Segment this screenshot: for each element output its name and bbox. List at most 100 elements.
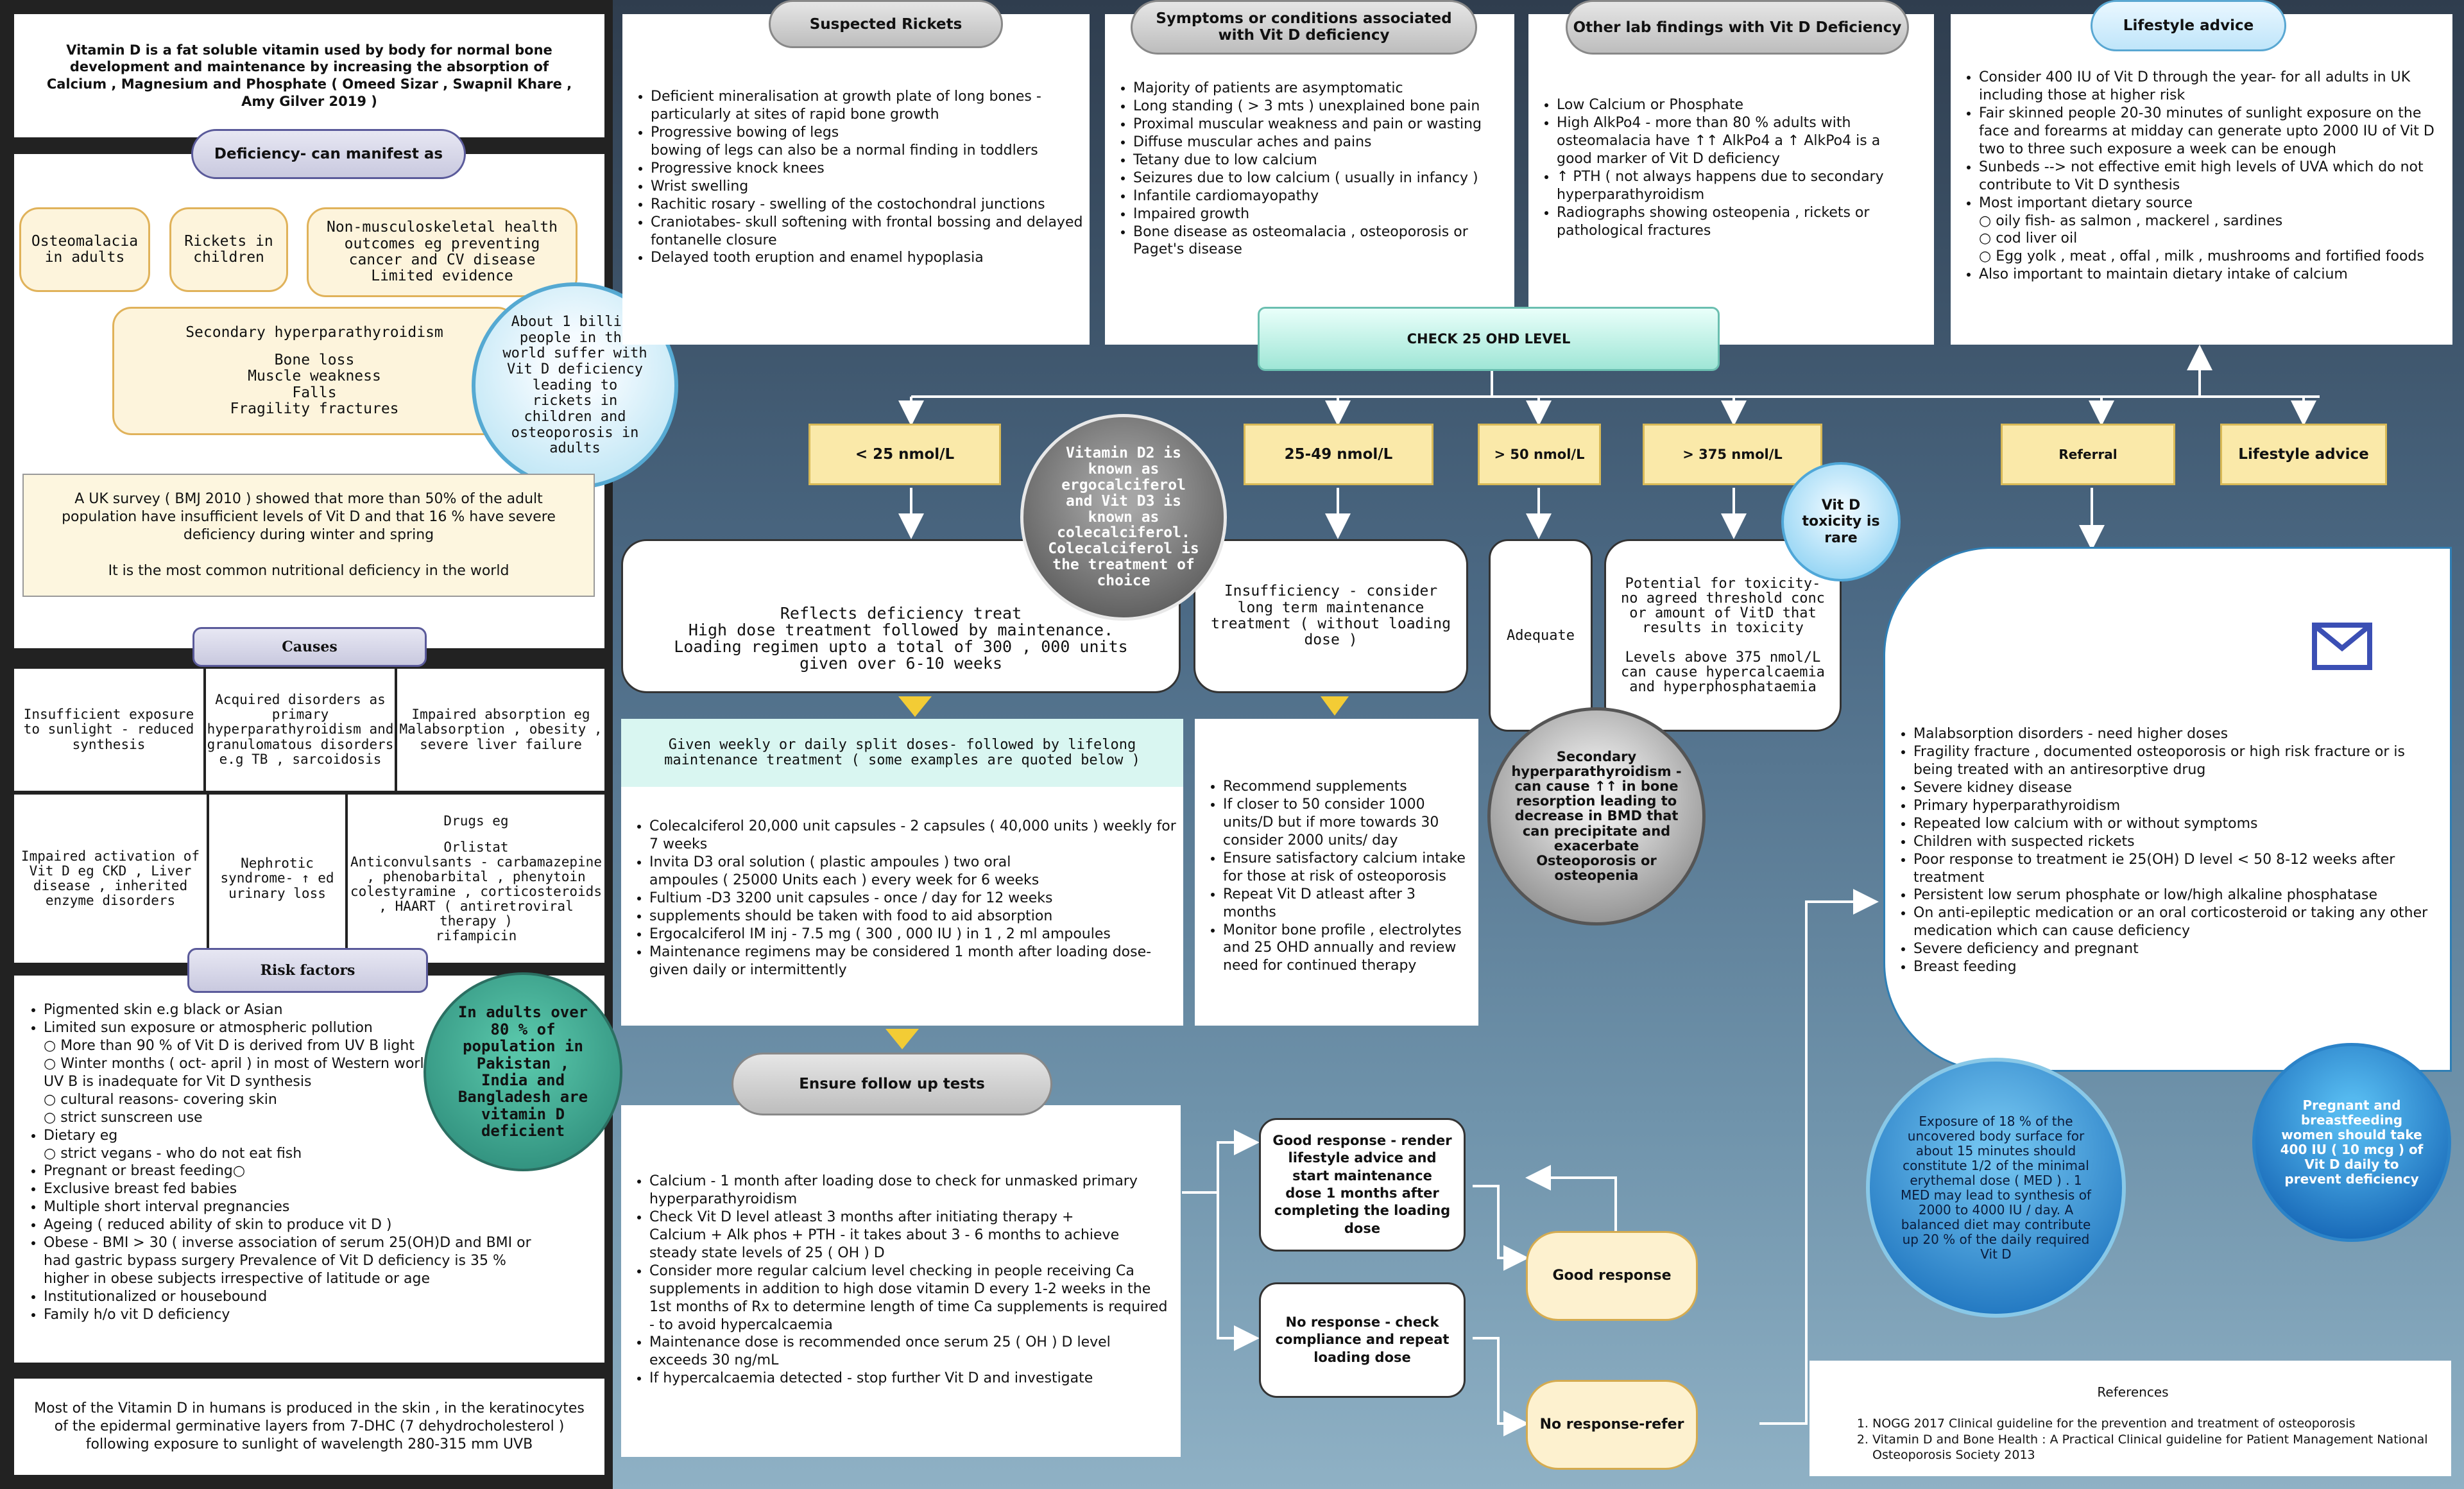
lifestyle-item: Most important dietary source	[1979, 194, 2443, 212]
rickets-item: Wrist swelling	[651, 178, 1083, 196]
risk-item: Institutionalized or housebound	[44, 1288, 454, 1306]
level-above-375: > 375 nmol/L	[1643, 424, 1822, 485]
references-header: References	[2097, 1384, 2169, 1400]
cause-absorption: Impaired absorption eg Malabsorption , o…	[397, 669, 604, 791]
lab-item: ↑ PTH ( not always happens due to second…	[1557, 168, 1921, 204]
lifestyle-item: Consider 400 IU of Vit D through the yea…	[1979, 69, 2443, 105]
dosing-header: Given weekly or daily split doses- follo…	[621, 719, 1183, 787]
dosing-item: Maintenance regimens may be considered 1…	[649, 943, 1177, 979]
risk-subitem: ○ More than 90 % of Vit D is derived fro…	[44, 1037, 415, 1054]
good-response-detail: Good response - render lifestyle advice …	[1259, 1118, 1466, 1252]
rickets-item: Craniotabes- skull softening with fronta…	[651, 214, 1083, 250]
no-response-refer-pill: No response-refer	[1526, 1380, 1698, 1470]
symptom-item: Proximal muscular weakness and pain or w…	[1133, 116, 1508, 133]
followup-header: Ensure follow up tests	[732, 1053, 1052, 1115]
dosing-item: Ergocalciferol IM inj - 7.5 mg ( 300 , 0…	[649, 925, 1177, 943]
risk-item: Pregnant or breast feeding○	[44, 1162, 454, 1180]
lifestyle-item: Fair skinned people 20-30 minutes of sun…	[1979, 105, 2443, 159]
secondary-hpt-box: Secondary hyperparathyroidism Bone loss …	[112, 307, 517, 435]
deficiency-header: Deficiency- can manifest as	[191, 129, 466, 179]
lab-item: High AlkPo4 - more than 80 % adults with…	[1557, 114, 1890, 168]
risk-item: Exclusive breast fed babies	[44, 1180, 454, 1198]
referral-item: Children with suspected rickets	[1913, 833, 2443, 851]
risk-item: Multiple short interval pregnancies	[44, 1198, 454, 1216]
symptom-item: Seizures due to low calcium ( usually in…	[1133, 169, 1508, 187]
cause-drugs: Drugs eg Orlistat Anticonvulsants - carb…	[348, 795, 604, 963]
check-level-box: CHECK 25 OHD LEVEL	[1258, 307, 1720, 371]
symptom-item: Tetany due to low calcium	[1133, 151, 1508, 169]
rickets-item: Deficient mineralisation at growth plate…	[651, 88, 1083, 124]
symptom-item: Impaired growth	[1133, 205, 1508, 223]
pregnant-bubble: Pregnant and breastfeeding women should …	[2252, 1043, 2451, 1242]
exposure-bubble: Exposure of 18 % of the uncovered body s…	[1866, 1058, 2126, 1318]
lifestyle-header: Lifestyle advice	[2091, 0, 2286, 51]
good-response-pill: Good response	[1526, 1231, 1698, 1321]
referral-item: Fragility fracture , documented osteopor…	[1913, 743, 2443, 779]
rickets-item: Delayed tooth eruption and enamel hypopl…	[651, 249, 1083, 267]
reference-item: Vitamin D and Bone Health : A Practical …	[1872, 1432, 2438, 1463]
asia-bubble: In adults over 80 % of population in Pak…	[424, 972, 622, 1171]
dosing-item: supplements should be taken with food to…	[649, 908, 1177, 925]
lab-header: Other lab findings with Vit D Deficiency	[1566, 0, 1909, 55]
risk-item: Obese - BMI > 30 ( inverse association o…	[44, 1234, 531, 1288]
risk-header: Risk factors	[187, 948, 428, 993]
level-above-50: > 50 nmol/L	[1478, 424, 1601, 485]
symptom-item: Majority of patients are asymptomatic	[1133, 80, 1508, 98]
toxicity-box: Potential for toxicity- no agreed thresh…	[1604, 539, 1842, 732]
followup-item: Maintenance dose is recommended once ser…	[649, 1334, 1172, 1370]
lifestyle-subitem: ○ Egg yolk , meat , offal , milk , mushr…	[1979, 248, 2424, 265]
referral-item: Primary hyperparathyroidism	[1913, 797, 2443, 815]
symptoms-box: Majority of patients are asymptomatic Lo…	[1105, 14, 1514, 345]
followup-box: Calcium - 1 month after loading dose to …	[621, 1105, 1181, 1457]
rickets-header: Suspected Rickets	[769, 0, 1003, 48]
risk-subitem: ○ cultural reasons- covering skin	[44, 1091, 277, 1108]
symptom-item: Infantile cardiomayopathy	[1133, 187, 1508, 205]
down-arrow-icon	[898, 696, 932, 717]
cause-nephrotic: Nephrotic syndrome- ↑ ed urinary loss	[209, 795, 345, 963]
cause-activation: Impaired activation of Vit D eg CKD , Li…	[14, 795, 207, 963]
references-box: References NOGG 2017 Clinical guideline …	[1810, 1361, 2451, 1476]
supplement-item: Repeat Vit D atleast after 3 months	[1223, 886, 1469, 922]
referral-item: Persistent low serum phosphate or low/hi…	[1913, 886, 2443, 904]
lifestyle-subitem: ○ cod liver oil	[1979, 230, 2078, 247]
symptom-item: Long standing ( > 3 mts ) unexplained bo…	[1133, 98, 1508, 116]
risk-item: Dietary eg	[44, 1127, 454, 1145]
risk-item: Pigmented skin e.g black or Asian	[44, 1001, 454, 1019]
secondary-hpt-bubble: Secondary hyperparathyroidism -can cause…	[1487, 707, 1706, 925]
rickets-box-main: Deficient mineralisation at growth plate…	[622, 14, 1090, 345]
intro-text: Vitamin D is a fat soluble vitamin used …	[46, 42, 572, 109]
down-arrow-icon	[886, 1029, 919, 1049]
survey-box: A UK survey ( BMJ 2010 ) showed that mor…	[22, 474, 595, 597]
rickets-box: Rickets in children	[169, 207, 288, 292]
billion-bubble: About 1 billion people in the world suff…	[472, 282, 678, 489]
supplement-item: Ensure satisfactory calcium intake for t…	[1223, 850, 1469, 886]
rickets-subitem: bowing of legs can also be a normal find…	[651, 142, 1038, 159]
supplement-item: Recommend supplements	[1223, 778, 1469, 796]
supplement-item: If closer to 50 consider 1000 units/D bu…	[1223, 796, 1469, 850]
referral-box: Referral	[2001, 424, 2175, 485]
lifestyle-advice-box: Lifestyle advice	[2220, 424, 2387, 485]
followup-item: Check Vit D level atleast 3 months after…	[649, 1209, 1124, 1262]
skin-box: Most of the Vitamin D in humans is produ…	[14, 1379, 604, 1475]
lab-box: Low Calcium or Phosphate High AlkPo4 - m…	[1528, 14, 1934, 345]
dosing-item: Fultium -D3 3200 unit capsules - once / …	[649, 890, 1177, 908]
cause-sunlight: Insufficient exposure to sunlight - redu…	[14, 669, 203, 791]
risk-item: Limited sun exposure or atmospheric poll…	[44, 1019, 454, 1037]
risk-item: Family h/o vit D deficiency	[44, 1306, 454, 1324]
intro-box: Vitamin D is a fat soluble vitamin used …	[14, 14, 604, 137]
dosing-item: Colecalciferol 20,000 unit capsules - 2 …	[649, 818, 1177, 854]
insufficiency-box: Insufficiency - consider long term maint…	[1194, 539, 1468, 693]
level-below-25: < 25 nmol/L	[809, 424, 1001, 485]
lifestyle-item: Sunbeds --> not effective emit high leve…	[1979, 159, 2443, 194]
rickets-item: Progressive knock knees	[651, 160, 1083, 178]
supplement-item: Monitor bone profile , electrolytes and …	[1223, 922, 1469, 976]
reference-item: NOGG 2017 Clinical guideline for the pre…	[1872, 1416, 2438, 1432]
referral-item: Repeated low calcium with or without sym…	[1913, 815, 2443, 833]
risk-list: Pigmented skin e.g black or Asian Limite…	[14, 1001, 531, 1324]
referral-item: Severe kidney disease	[1913, 779, 2443, 797]
lab-item: Radiographs showing osteopenia , rickets…	[1557, 204, 1921, 240]
risk-item: Ageing ( reduced ability of skin to prod…	[44, 1216, 454, 1234]
down-arrow-icon	[1321, 696, 1349, 716]
lifestyle-subitem: ○ oily fish- as salmon , mackerel , sard…	[1979, 212, 2283, 229]
